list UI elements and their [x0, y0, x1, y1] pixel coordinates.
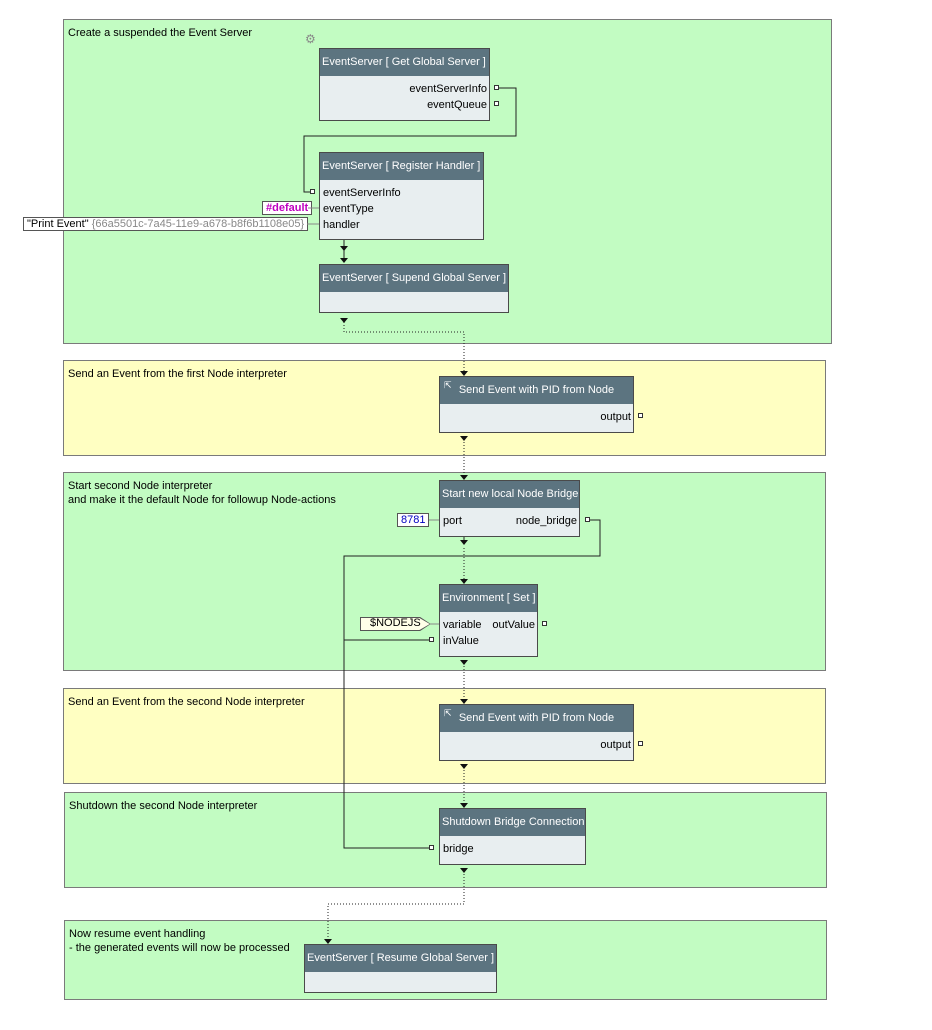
pin-in-event-server-info[interactable]	[310, 189, 315, 194]
pin-out-out-value[interactable]	[542, 621, 547, 626]
port-output[interactable]: output	[600, 411, 631, 423]
node-suspend-global-server[interactable]: EventServer [ Supend Global Server ]	[319, 264, 509, 313]
group-label: Start second Node interpreter and make i…	[68, 480, 336, 506]
port-handler[interactable]: handler	[323, 219, 360, 231]
port-variable[interactable]: variable	[443, 619, 482, 631]
variable-text: $NODEJS	[370, 617, 421, 629]
port-event-server-info[interactable]: eventServerInfo	[409, 83, 487, 95]
pin-in-bridge[interactable]	[429, 845, 434, 850]
gear-icon[interactable]: ⚙	[305, 32, 316, 46]
node-send-event-second[interactable]: Send Event with PID from Node ⇱ output	[439, 704, 634, 761]
constant-port[interactable]: 8781	[397, 513, 430, 527]
group-label: Send an Event from the first Node interp…	[68, 368, 287, 380]
group-label: Create a suspended the Event Server	[68, 27, 253, 39]
node-get-global-server[interactable]: EventServer [ Get Global Server ] eventS…	[319, 48, 490, 121]
pin-in-in-value[interactable]	[429, 637, 434, 642]
pin-out-send-event-2[interactable]	[638, 741, 643, 746]
node-title: Send Event with PID from Node	[440, 377, 633, 404]
node-shutdown-bridge[interactable]: Shutdown Bridge Connection bridge	[439, 808, 586, 865]
group-label: Send an Event from the second Node inter…	[68, 696, 305, 708]
external-link-icon[interactable]: ⇱	[444, 380, 452, 390]
node-register-handler[interactable]: EventServer [ Register Handler ] eventSe…	[319, 152, 484, 240]
port-output[interactable]: output	[600, 739, 631, 751]
node-start-bridge[interactable]: Start new local Node Bridge port node_br…	[439, 480, 580, 537]
node-title: Shutdown Bridge Connection	[440, 809, 585, 836]
handler-name: "Print Event"	[27, 218, 89, 230]
group-label: Shutdown the second Node interpreter	[69, 800, 258, 812]
pin-out-send-event-1[interactable]	[638, 413, 643, 418]
pin-out-node-bridge[interactable]	[585, 517, 590, 522]
port-node-bridge[interactable]: node_bridge	[515, 515, 577, 527]
port-port[interactable]: port	[443, 515, 462, 527]
node-title: Send Event with PID from Node	[440, 705, 633, 732]
constant-handler[interactable]: "Print Event" {66a5501c-7a45-11e9-a678-b…	[23, 217, 309, 231]
node-environment-set[interactable]: Environment [ Set ] variable inValue out…	[439, 584, 538, 657]
port-event-server-info[interactable]: eventServerInfo	[323, 187, 401, 199]
node-title: EventServer [ Register Handler ]	[320, 153, 483, 180]
node-resume-global-server[interactable]: EventServer [ Resume Global Server ]	[304, 944, 497, 993]
port-bridge[interactable]: bridge	[443, 843, 474, 855]
port-out-value[interactable]: outValue	[492, 619, 535, 631]
pin-out-event-server-info[interactable]	[494, 85, 499, 90]
node-title: EventServer [ Get Global Server ]	[320, 49, 489, 76]
node-title: EventServer [ Supend Global Server ]	[320, 265, 508, 292]
node-title: EventServer [ Resume Global Server ]	[305, 945, 496, 972]
constant-event-type[interactable]: #default	[262, 201, 313, 215]
port-event-queue[interactable]: eventQueue	[427, 99, 487, 111]
port-event-type[interactable]: eventType	[323, 203, 374, 215]
port-in-value[interactable]: inValue	[443, 635, 479, 647]
handler-id: {66a5501c-7a45-11e9-a678-b8f6b1108e05}	[91, 218, 305, 230]
node-title: Start new local Node Bridge	[440, 481, 579, 508]
node-title: Environment [ Set ]	[440, 585, 537, 612]
pin-out-event-queue[interactable]	[494, 101, 499, 106]
constant-variable-face: $NODEJS	[361, 618, 430, 630]
external-link-icon[interactable]: ⇱	[444, 708, 452, 718]
group-label: Now resume event handling - the generate…	[69, 928, 290, 954]
node-send-event-first[interactable]: Send Event with PID from Node ⇱ output	[439, 376, 634, 433]
